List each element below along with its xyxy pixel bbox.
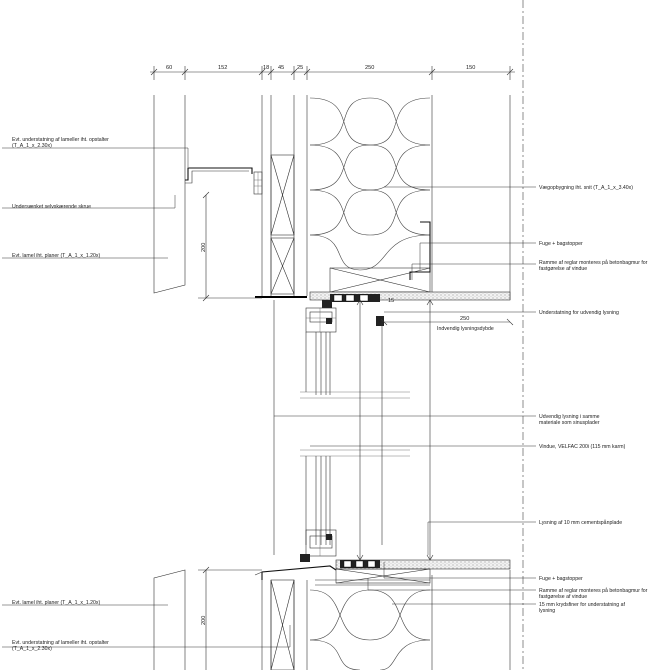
label-plywood-2: lysning xyxy=(539,608,555,614)
label-joint-top: Fuge + bagstopper xyxy=(539,241,583,247)
window-sill xyxy=(254,554,511,586)
label-bottom-substitution-ref: (T_A_1_x_2.30x) xyxy=(12,646,52,652)
label-screw: Undersænket selvskærende skrue xyxy=(12,204,91,210)
label-bottom-substitution: Evt. understatning af lameller iht. opst… xyxy=(12,640,109,646)
dimension-label: 250 xyxy=(365,65,374,71)
wall-layers xyxy=(261,95,511,670)
depth-label: Indvendig lysningsdybde xyxy=(437,326,494,332)
label-window: Vindue, VELFAC 200i (115 mm karm) xyxy=(539,444,626,450)
label-reveal-same: Udvendig lysning i samme xyxy=(539,414,600,420)
depth-dimensions: 250 Indvendig lysningsdybde 15 xyxy=(356,298,514,561)
label-wall-build: Vægopbygning iht. snit (T_A_1_x_3.40x) xyxy=(539,185,633,191)
label-top-substitution-ref: (T_A_1_x_2.30x) xyxy=(12,143,52,149)
label-top-substitution: Evt. understatning af lameller iht. opst… xyxy=(12,137,109,143)
window-frame-bottom xyxy=(305,529,337,557)
dim-200: 200 xyxy=(201,616,207,625)
insulation-upper xyxy=(309,97,431,271)
label-frame-top-2: fastgørelse af vindue xyxy=(539,266,587,272)
lower-frame xyxy=(335,568,431,584)
label-frame-bottom: Ramme af reglar monteres på betonbagmur … xyxy=(539,587,648,594)
label-frame-bottom-2: fastgørelse af vindue xyxy=(539,594,587,600)
label-outer-reveal: Understatning for udvendig lysning xyxy=(539,310,619,316)
window-frame-top xyxy=(305,307,337,333)
upper-lamel xyxy=(153,95,186,294)
dimension-label: 25 xyxy=(297,65,303,71)
label-top-lamel: Evt. lamel iht. planer (T_A_1_x_1.20x) xyxy=(12,253,101,259)
dimension-label: 152 xyxy=(218,65,227,71)
label-cement-board: Lysning af 10 mm cementspånplade xyxy=(539,519,622,526)
window-frame xyxy=(273,300,410,555)
label-reveal-same-2: materiale som sinusplader xyxy=(539,420,600,426)
window-head xyxy=(255,291,511,326)
small-dim: 15 xyxy=(388,298,394,304)
leader-lines xyxy=(2,147,536,648)
insulation-lower xyxy=(309,589,431,670)
label-plywood: 15 mm krydsfiner for understatning af xyxy=(539,602,625,608)
dimension-label: 45 xyxy=(278,65,284,71)
top-bracket xyxy=(185,167,263,195)
dim-200-upper: 200 xyxy=(198,191,262,302)
upper-frame xyxy=(329,221,431,293)
dimension-label: 18 xyxy=(263,65,269,71)
depth-value: 250 xyxy=(460,316,469,322)
label-frame-top: Ramme af reglar monteres på betonbagmur … xyxy=(539,259,648,266)
dim-200-lower: 200 xyxy=(198,566,262,670)
dimension-label: 150 xyxy=(466,65,475,71)
lower-lamel xyxy=(153,569,186,670)
dimension-chain: 60 152 18 45 25 250 150 xyxy=(150,65,515,80)
furring-blocks xyxy=(270,154,295,670)
label-bottom-lamel: Evt. lamel iht. planer (T_A_1_x_1.20x) xyxy=(12,600,101,606)
dim-200: 200 xyxy=(201,243,207,252)
label-joint-bottom: Fuge + bagstopper xyxy=(539,576,583,582)
dimension-label: 60 xyxy=(166,65,172,71)
